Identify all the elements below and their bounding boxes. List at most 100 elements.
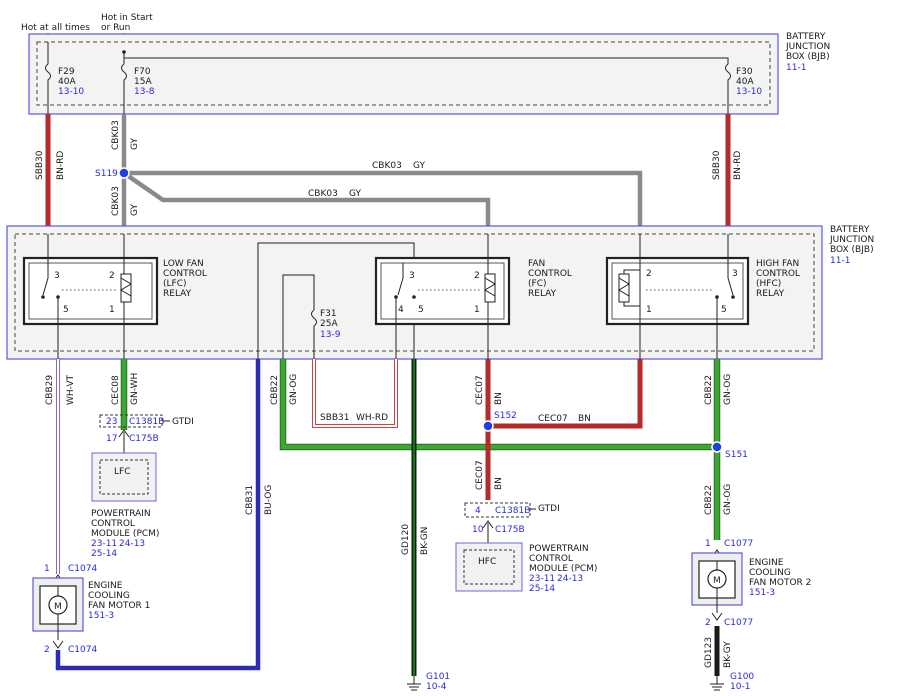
ground-g101-ref: 10-4 <box>426 682 447 692</box>
label-gn-og-left: GN-OG <box>289 374 299 405</box>
f31-feed-b <box>282 274 315 359</box>
svg-text:MODULE (PCM): MODULE (PCM) <box>529 564 597 574</box>
svg-text:25-14: 25-14 <box>91 549 117 559</box>
bjb-mid-label: BATTERY JUNCTION BOX (BJB) 11-1 <box>829 225 874 266</box>
svg-text:11-1: 11-1 <box>786 63 806 73</box>
label-cbb29: CBB29 <box>45 375 55 405</box>
label-bn-rd-right: BN-RD <box>733 151 743 180</box>
svg-text:COOLING: COOLING <box>88 591 130 601</box>
svg-text:COOLING: COOLING <box>749 568 791 578</box>
fc-relay-inner <box>380 262 505 320</box>
motor1-symbol: M <box>54 602 62 612</box>
svg-text:BOX (BJB): BOX (BJB) <box>786 52 830 62</box>
fuse-f30-icon <box>725 63 731 114</box>
c1381b-left-name: C1381B <box>129 417 164 427</box>
label-gn-wh: GN-WH <box>130 373 140 405</box>
svg-text:13-9: 13-9 <box>320 330 341 340</box>
svg-text:(FC): (FC) <box>528 279 546 289</box>
hot-in-start-label-2: or Run <box>101 23 130 33</box>
svg-text:13-10: 13-10 <box>736 87 762 97</box>
svg-text:CONTROL: CONTROL <box>756 269 800 279</box>
label-gy-top: GY <box>130 137 140 150</box>
pcm-left-inner <box>99 459 149 495</box>
fuse-f70-label: F70 15A 13-8 <box>134 67 155 97</box>
svg-text:25A: 25A <box>320 319 338 329</box>
label-wh-vt: WH-VT <box>66 374 76 405</box>
pcm-left-inner-label: LFC <box>114 467 130 477</box>
splice-s152-label: S152 <box>494 411 517 421</box>
svg-text:BATTERY: BATTERY <box>830 225 870 235</box>
ground-g100-label: G100 <box>730 672 754 682</box>
lfc-pin1: 1 <box>109 305 115 315</box>
c175b-left-name: C175B <box>129 434 159 444</box>
svg-text:MODULE (PCM): MODULE (PCM) <box>91 529 159 539</box>
svg-text:RELAY: RELAY <box>528 289 557 299</box>
c1077-top-name: C1077 <box>724 539 753 549</box>
ground-g100-icon <box>710 676 724 691</box>
svg-text:11-1: 11-1 <box>830 256 850 266</box>
lfc-relay-label: LOW FAN CONTROL (LFC) RELAY <box>163 259 207 299</box>
wire-cbb22-left-core <box>280 359 717 450</box>
c1077-top-pin: 1 <box>705 539 711 549</box>
ground-g101-label: G101 <box>426 672 450 682</box>
splice-s151-icon <box>711 441 723 453</box>
svg-text:HIGH FAN: HIGH FAN <box>756 259 799 269</box>
svg-text:JUNCTION: JUNCTION <box>785 42 830 52</box>
f30-bus <box>124 57 729 64</box>
label-bn-top: BN <box>494 392 504 405</box>
svg-text:23-11: 23-11 <box>91 539 117 549</box>
relay-coil-hfc-icon <box>618 273 630 303</box>
svg-text:40A: 40A <box>736 77 754 87</box>
svg-text:FAN MOTOR 2: FAN MOTOR 2 <box>749 578 811 588</box>
pcm-left-label: POWERTRAIN CONTROL MODULE (PCM) 23-11 24… <box>91 509 159 559</box>
svg-text:CONTROL: CONTROL <box>91 519 135 529</box>
fuse-f29-label: F29 40A 13-10 <box>58 67 84 97</box>
c175b-right-arrow <box>482 520 494 529</box>
ground-g101-icon <box>407 676 421 691</box>
bjb-top-label: BATTERY JUNCTION BOX (BJB) 11-1 <box>785 32 830 73</box>
hfc-relay-label: HIGH FAN CONTROL (HFC) RELAY <box>756 259 800 299</box>
c1077-bot-name: C1077 <box>724 618 753 628</box>
hfc-coil-zigzag <box>618 277 630 297</box>
ground-g100-ref: 10-1 <box>730 682 750 692</box>
fc-pin2: 2 <box>474 271 480 281</box>
lfc-pin5: 5 <box>63 305 69 315</box>
label-bk-gy: BK-GY <box>723 641 733 668</box>
pcm-right-inner <box>463 549 515 585</box>
svg-text:F31: F31 <box>320 309 337 319</box>
svg-text:(HFC): (HFC) <box>756 279 781 289</box>
label-gd123: GD123 <box>704 637 714 668</box>
label-cbk03-mid: CBK03 <box>111 186 121 216</box>
hfc-relay-inner <box>611 262 744 320</box>
label-bn-bot: BN <box>494 477 504 490</box>
lfc-switch-arm <box>42 277 49 296</box>
hfc-relay-box <box>605 256 750 326</box>
label-sbb30-right: SBB30 <box>712 150 722 180</box>
fc-switch-contact <box>412 295 416 299</box>
c1074-bot-arrow <box>52 640 64 649</box>
c1074-top-pin: 1 <box>44 564 50 574</box>
label-cbb22-right-top: CBB22 <box>704 375 714 405</box>
svg-text:13-8: 13-8 <box>134 87 155 97</box>
pcm-right-inner-label: HFC <box>478 557 496 567</box>
pcm-left-box <box>91 452 157 502</box>
label-gn-og-right-bot: GN-OG <box>723 484 733 515</box>
relay-coil-lfc-icon <box>120 273 132 303</box>
c175b-left-arrow <box>118 429 130 438</box>
c1074-top-name: C1074 <box>68 564 97 574</box>
svg-text:F70: F70 <box>134 67 151 77</box>
svg-text:CONTROL: CONTROL <box>529 554 573 564</box>
c1074-bot-name: C1074 <box>68 645 97 655</box>
label-cbk03-h2: CBK03 <box>308 189 338 199</box>
lfc-relay-box <box>22 256 159 326</box>
splice-s119-label: S119 <box>95 169 118 179</box>
label-cec08: CEC08 <box>111 375 121 405</box>
lfc-pin3: 3 <box>54 271 60 281</box>
splice-s119-icon <box>118 167 130 179</box>
svg-text:40A: 40A <box>58 77 76 87</box>
c1381b-right-pin: 4 <box>475 506 481 516</box>
lfc-relay-inner <box>28 262 153 320</box>
relay-coil-fc-icon <box>484 273 496 303</box>
label-gd120: GD120 <box>401 524 411 555</box>
hfc-switch-arm <box>727 277 734 296</box>
